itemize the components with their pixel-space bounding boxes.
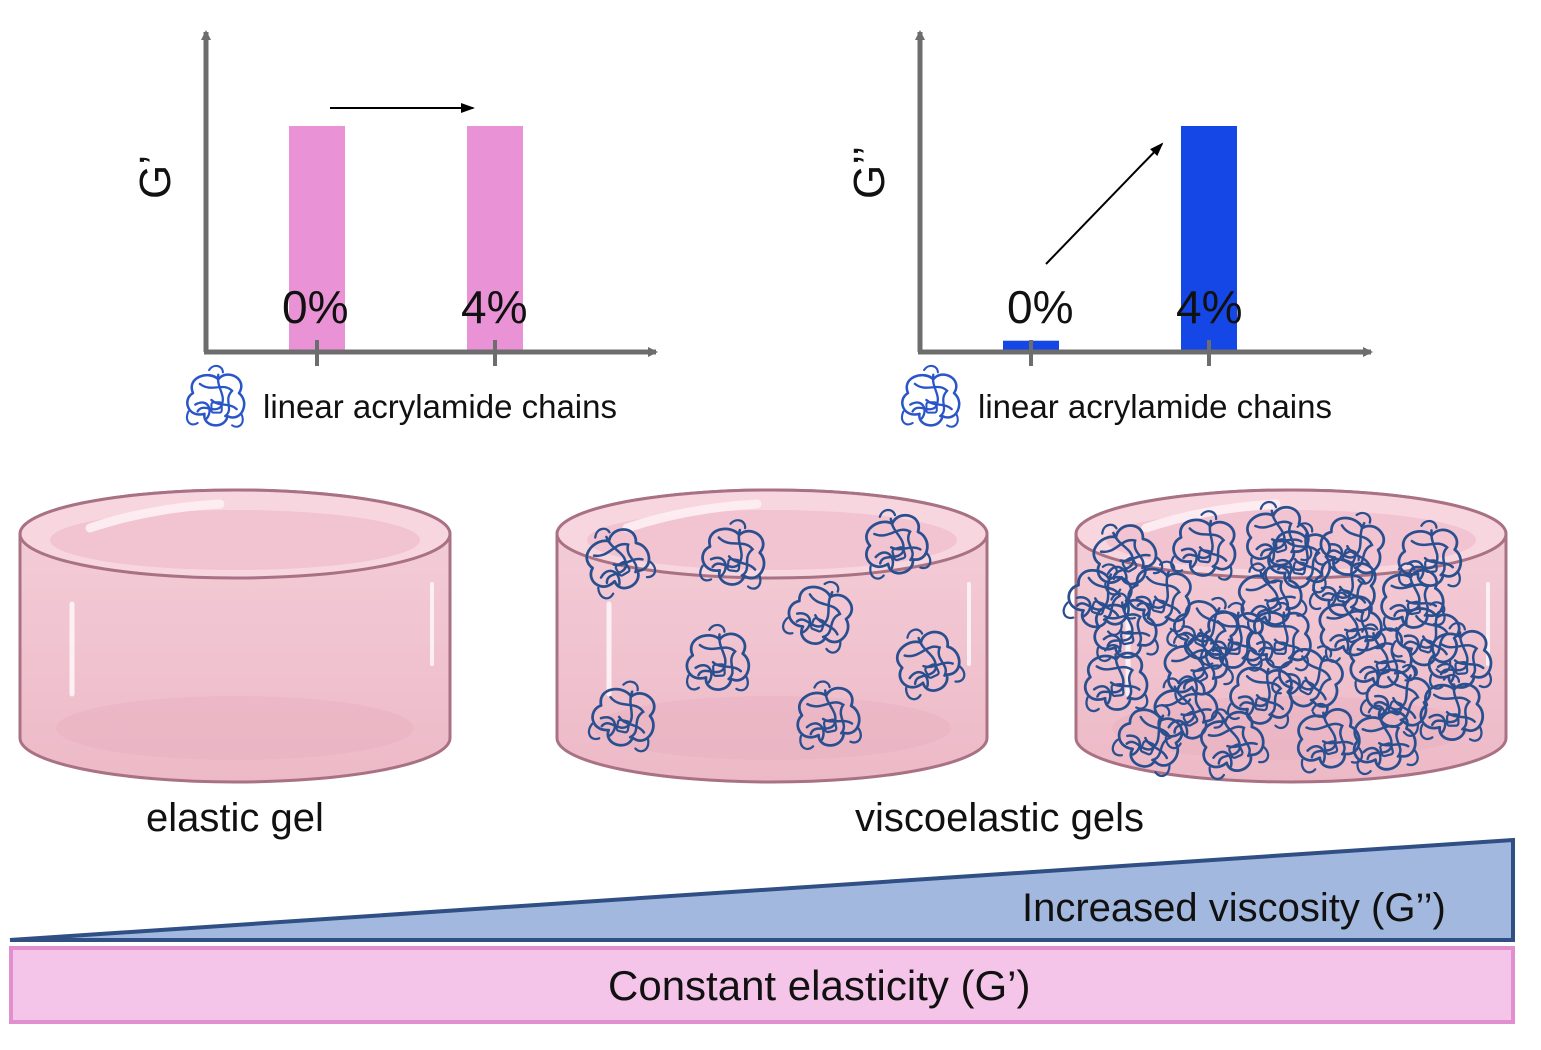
viscoelastic-gel-high bbox=[1059, 488, 1508, 785]
chart2-xtick-1: 4% bbox=[1176, 281, 1243, 333]
chart2-xtick-0: 0% bbox=[1007, 281, 1074, 333]
gel-highlight bbox=[85, 499, 225, 533]
gel-bottom-surface bbox=[593, 696, 951, 760]
viscosity-wedge bbox=[9, 837, 1515, 942]
elastic-gel bbox=[18, 488, 452, 784]
viscoelastic-gels-label: viscoelastic gels bbox=[855, 796, 1145, 840]
chart1-bar-0 bbox=[289, 126, 345, 352]
chart2-bar-1 bbox=[1181, 126, 1237, 352]
viscosity-label: Increased viscosity (G’’) bbox=[1022, 886, 1446, 930]
chart1-xtick-0: 0% bbox=[282, 281, 349, 333]
chart-1 bbox=[185, 30, 658, 429]
chart2-trend-arrow bbox=[1045, 142, 1164, 265]
elastic-gel-label: elastic gel bbox=[146, 796, 324, 840]
gel-bottom-surface bbox=[56, 696, 414, 760]
elasticity-label: Constant elasticity (G’) bbox=[608, 962, 1031, 1009]
chart-2 bbox=[900, 30, 1373, 429]
polymer-coil-icon bbox=[900, 364, 961, 429]
elasticity-bar bbox=[9, 946, 1515, 1024]
gel-top-inner bbox=[50, 510, 420, 570]
chart1-bar-1 bbox=[467, 126, 523, 352]
chart1-xtick-1: 4% bbox=[461, 281, 528, 333]
chart1-ylabel: G’ bbox=[131, 155, 180, 199]
viscoelastic-gel-low bbox=[555, 488, 989, 784]
gel-top-inner bbox=[587, 510, 957, 570]
polymer-coil-icon bbox=[185, 364, 246, 429]
chart1-xlabel: linear acrylamide chains bbox=[263, 388, 617, 425]
gel-highlight bbox=[622, 499, 762, 533]
chart2-xlabel: linear acrylamide chains bbox=[978, 388, 1332, 425]
chart2-ylabel: G’’ bbox=[845, 146, 894, 199]
